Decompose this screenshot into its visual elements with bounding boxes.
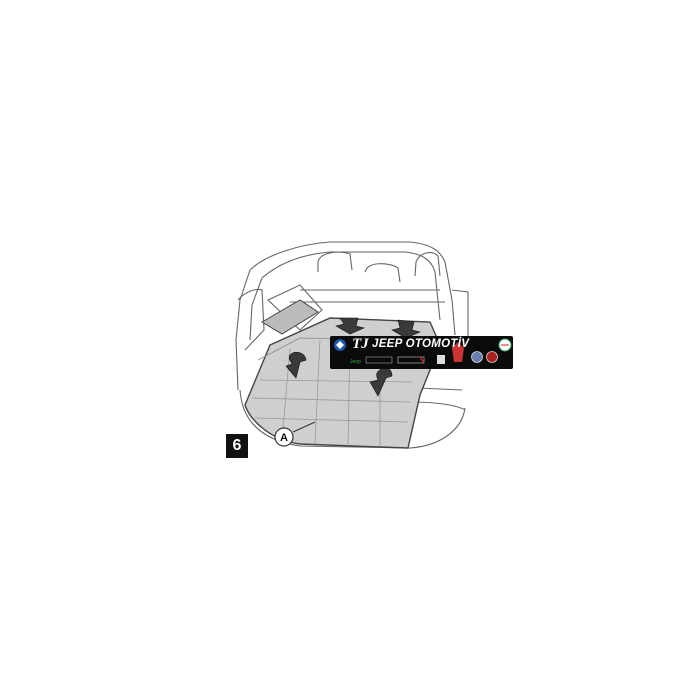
chrysler-logo	[365, 356, 393, 364]
callout-a-label: A	[280, 432, 288, 444]
dodge-logo	[397, 356, 425, 364]
fiat-logo	[471, 351, 483, 363]
callout-a: A	[274, 421, 316, 447]
mopar-logo	[334, 339, 346, 351]
watermark-brand: TJ	[352, 336, 369, 352]
jeep-logo: Jeep	[350, 359, 361, 365]
fold-arrows	[285, 317, 421, 397]
lancia-logo	[452, 342, 464, 362]
mat-side-flap	[261, 299, 319, 335]
vehicle-outline	[235, 241, 469, 449]
ram-logo	[437, 355, 445, 364]
figure-number: 6	[226, 434, 248, 458]
watermark-banner	[330, 336, 513, 369]
watermark-title: JEEP OTOMOTİV	[372, 338, 470, 350]
